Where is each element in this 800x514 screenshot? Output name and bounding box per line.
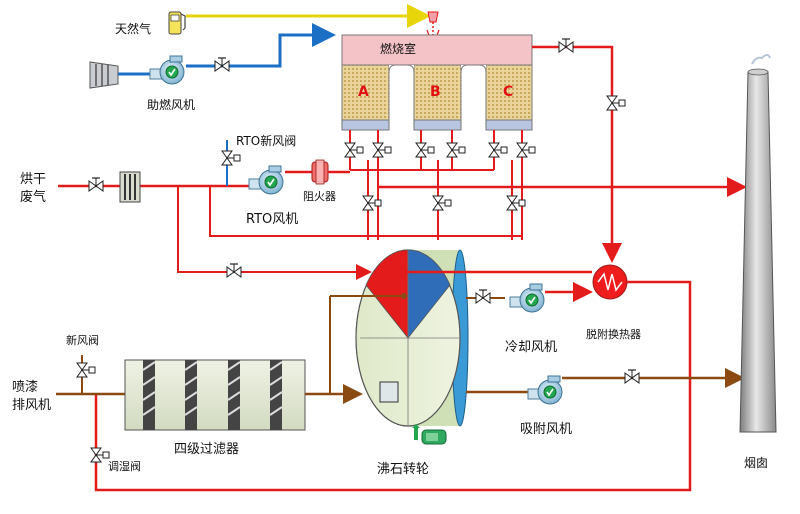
fresh-air-valve-label: 新风阀 [66, 334, 99, 347]
air-intake-icon [89, 61, 119, 89]
adsorption-fan-label: 吸附风机 [520, 422, 573, 437]
bed-a-label: A [358, 84, 369, 100]
valve-icon [606, 95, 626, 111]
zeolite-rotor-icon [355, 249, 469, 427]
combustion-chamber-label: 燃烧室 [380, 42, 417, 56]
chimney-icon [739, 54, 777, 433]
zeolite-rotor-label: 沸石转轮 [377, 462, 430, 477]
combustion-fan-label: 助燃风机 [147, 98, 196, 112]
valve-icon [624, 369, 640, 384]
combustion-air-line-2 [186, 23, 336, 68]
combustion-fan-icon [149, 55, 185, 85]
drying-exhaust-label-2: 废气 [20, 190, 47, 205]
spray-exhaust-fan-label-2: 排风机 [12, 398, 52, 413]
valve-icon [221, 150, 241, 166]
rto-fresh-air-valve-label: RTO新风阀 [236, 134, 297, 148]
humidity-valve-label: 调湿阀 [108, 460, 141, 473]
flame-arrester-label: 阻火器 [303, 190, 336, 203]
valve-icon [214, 57, 230, 72]
purge-line [209, 187, 522, 237]
hot-flue-line [532, 45, 614, 96]
desorption-hx-label: 脱附换热器 [586, 328, 641, 341]
filter-label: 四级过滤器 [174, 442, 240, 457]
valve-icon [76, 362, 96, 378]
bed-c-label: C [503, 84, 514, 100]
gas-pump-icon [168, 11, 186, 35]
bed-b-label: B [430, 84, 441, 100]
heat-exchanger-icon [592, 264, 628, 300]
flame-arrester-icon [311, 159, 329, 185]
rto-combustion-chamber [341, 34, 533, 131]
four-stage-filter-icon [124, 359, 306, 431]
valve-icon [558, 38, 574, 53]
valve-icon [88, 177, 104, 192]
rto-fan-label: RTO风机 [246, 212, 299, 227]
valve-icon [475, 289, 491, 304]
spray-exhaust-fan-label-1: 喷漆 [12, 380, 39, 395]
recirculation-line [177, 186, 372, 280]
cooling-fan-label: 冷却风机 [505, 340, 558, 355]
rto-fan-icon [248, 165, 284, 195]
drying-exhaust-label-1: 烘干 [20, 172, 47, 187]
chimney-label: 烟囱 [744, 456, 769, 470]
motor-icon [412, 424, 447, 445]
pre-filter-icon [119, 171, 141, 203]
adsorption-fan-icon [527, 375, 563, 405]
natural-gas-label: 天然气 [115, 22, 152, 36]
valve-icon [226, 263, 242, 278]
cooling-fan-icon [509, 283, 545, 313]
bed-valves [344, 142, 536, 211]
valve-icon [90, 447, 110, 463]
